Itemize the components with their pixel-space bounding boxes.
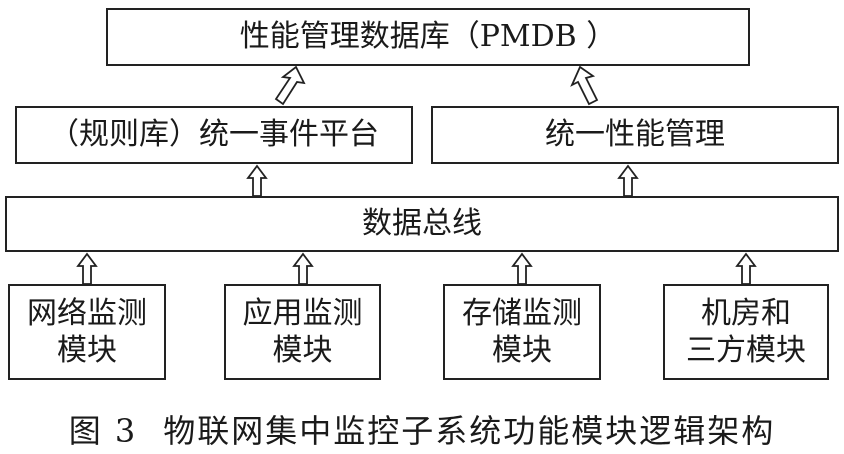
figure-caption: 图 3 物联网集中监控子系统功能模块逻辑架构 <box>0 406 844 450</box>
storage-monitor-module: 存储监测 模块 <box>443 284 601 380</box>
module-line2: 模块 <box>57 333 117 368</box>
datacenter-thirdparty-module: 机房和 三方模块 <box>663 284 829 380</box>
arrow-bus-to-right <box>618 165 638 197</box>
pmdb-label: 性能管理数据库（PMDB ） <box>239 19 617 55</box>
module-line2: 三方模块 <box>686 333 806 368</box>
performance-management-label: 统一性能管理 <box>545 117 725 153</box>
event-platform-label: （规则库）统一事件平台 <box>49 117 379 153</box>
event-platform-box: （规则库）统一事件平台 <box>15 106 413 164</box>
network-monitor-module: 网络监测 模块 <box>8 284 166 380</box>
module-line2: 模块 <box>272 333 333 368</box>
arrow-m3-to-bus <box>512 253 532 285</box>
module-line1: 网络监测 <box>27 295 147 331</box>
data-bus-box: 数据总线 <box>5 196 839 252</box>
figure-number: 图 3 <box>68 412 138 450</box>
arrow-bus-to-left <box>247 165 267 197</box>
arrow-m2-to-bus <box>293 253 313 285</box>
arrow-left-to-pmdb <box>274 65 306 106</box>
application-monitor-module: 应用监测 模块 <box>224 284 381 380</box>
arrow-m1-to-bus <box>77 253 97 285</box>
module-line2: 模块 <box>492 333 552 368</box>
module-line1: 应用监测 <box>242 295 363 331</box>
pmdb-box: 性能管理数据库（PMDB ） <box>106 8 750 66</box>
performance-management-box: 统一性能管理 <box>431 106 839 164</box>
arrow-right-to-pmdb <box>570 65 599 106</box>
figure-title: 物联网集中监控子系统功能模块逻辑架构 <box>163 412 776 450</box>
data-bus-label: 数据总线 <box>362 206 482 242</box>
module-line1: 存储监测 <box>462 295 582 331</box>
arrow-m4-to-bus <box>736 253 756 285</box>
module-line1: 机房和 <box>701 295 791 331</box>
